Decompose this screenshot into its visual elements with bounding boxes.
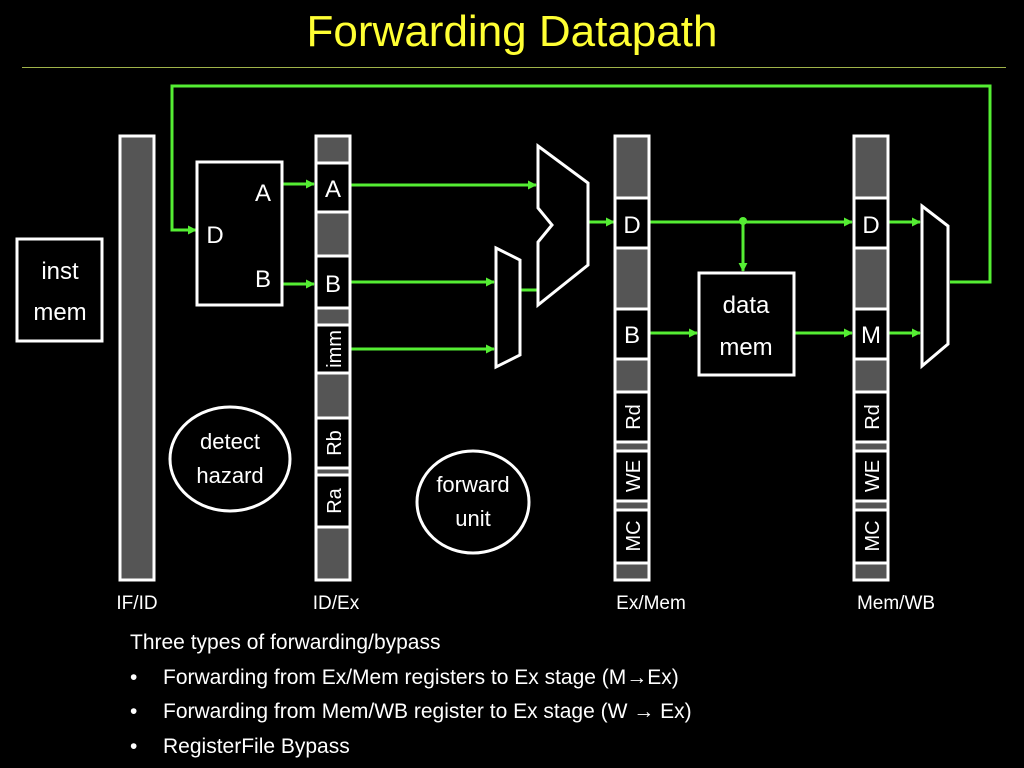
inst-mem-label-1: inst [41, 258, 79, 285]
ex-mem-rd-field [613, 390, 651, 444]
ex-mem-rd-label: Rd [623, 404, 645, 430]
mem-wb-m-field [852, 307, 890, 361]
ex-mem-mc-field [613, 508, 651, 565]
detect-hazard-label-1: detect [200, 429, 260, 454]
note-text-3: RegisterFile Bypass [163, 734, 350, 758]
regfile-a-label: A [255, 180, 271, 207]
wire-junction-dot [739, 217, 747, 225]
if-id-register [118, 134, 156, 582]
inst-mem-label-2: mem [33, 299, 86, 326]
ex-mem-we-field [613, 449, 651, 503]
mem-wb-mc-field [852, 508, 890, 565]
ex-mem-mc-label: MC [623, 520, 645, 551]
note-bullet-2: • Forwarding from Mem/WB register to Ex … [130, 695, 930, 730]
id-ex-rb-field [314, 416, 352, 470]
data-mem-box [697, 271, 796, 377]
id-ex-imm-field [314, 323, 352, 375]
ex-mem-we-label: WE [623, 460, 645, 492]
id-ex-imm-label: imm [324, 330, 346, 368]
mem-wb-register: D M Rd WE MC [852, 134, 890, 582]
bullet-marker: • [130, 700, 138, 723]
ex-mem-d-label: D [623, 212, 640, 239]
mem-wb-rd-field [852, 390, 890, 444]
id-ex-a-label: A [325, 176, 341, 203]
forward-unit-label-1: forward [436, 472, 509, 497]
note-bullet-1: • Forwarding from Ex/Mem registers to Ex… [130, 661, 930, 696]
bullet-marker: • [130, 665, 138, 689]
b-imm-mux [494, 245, 522, 370]
data-mem-label-2: mem [719, 334, 772, 361]
alu [536, 143, 590, 309]
id-ex-register: A B imm Rb Ra [314, 134, 352, 582]
ex-mem-b-field [613, 307, 651, 361]
stage-label-if-id: IF/ID [116, 593, 157, 614]
forward-unit [415, 449, 531, 555]
regfile-b-label: B [255, 266, 271, 293]
detect-hazard-unit [168, 405, 292, 513]
id-ex-a-field [314, 161, 352, 214]
wires [170, 84, 992, 354]
ex-mem-register: D B Rd WE MC [613, 134, 651, 582]
ex-mem-b-label: B [624, 322, 640, 349]
bullet-marker: • [130, 734, 138, 758]
mem-wb-d-field [852, 196, 890, 250]
stage-label-ex-mem: Ex/Mem [616, 593, 686, 614]
notes-heading: Three types of forwarding/bypass [130, 631, 441, 654]
mem-wb-rd-label: Rd [862, 404, 884, 430]
id-ex-b-field [314, 254, 352, 310]
mem-wb-we-field [852, 449, 890, 503]
stage-label-id-ex: ID/Ex [313, 593, 360, 614]
writeback-mux [920, 202, 950, 370]
mem-wb-we-label: WE [862, 460, 884, 492]
mem-wb-d-label: D [862, 212, 879, 239]
regfile-d-label: D [206, 222, 223, 249]
inst-mem-box [15, 237, 104, 343]
writeback-feedback-wire [170, 84, 992, 284]
id-ex-b-label: B [325, 271, 341, 298]
note-text-2: Forwarding from Mem/WB register to Ex st… [163, 700, 692, 723]
forward-unit-label-2: unit [455, 506, 490, 531]
page-title: Forwarding Datapath [306, 7, 718, 56]
stage-label-mem-wb: Mem/WB [857, 593, 935, 614]
id-ex-ra-field [314, 473, 352, 529]
ex-mem-d-field [613, 196, 651, 250]
data-mem-label-1: data [723, 292, 770, 319]
id-ex-rb-label: Rb [324, 430, 346, 456]
id-ex-ra-label: Ra [324, 487, 346, 513]
mem-wb-m-label: M [861, 322, 881, 349]
forwarding-datapath-diagram: inst mem D A B A B imm Rb Ra detect haza… [15, 84, 992, 614]
register-file [195, 160, 284, 307]
title-divider [22, 67, 1006, 68]
note-text-1: Forwarding from Ex/Mem registers to Ex s… [163, 665, 679, 689]
forwarding-notes: Three types of forwarding/bypass • Forwa… [130, 626, 930, 764]
mem-wb-mc-label: MC [862, 520, 884, 551]
note-bullet-3: • RegisterFile Bypass [130, 730, 930, 765]
detect-hazard-label-2: hazard [196, 463, 263, 488]
